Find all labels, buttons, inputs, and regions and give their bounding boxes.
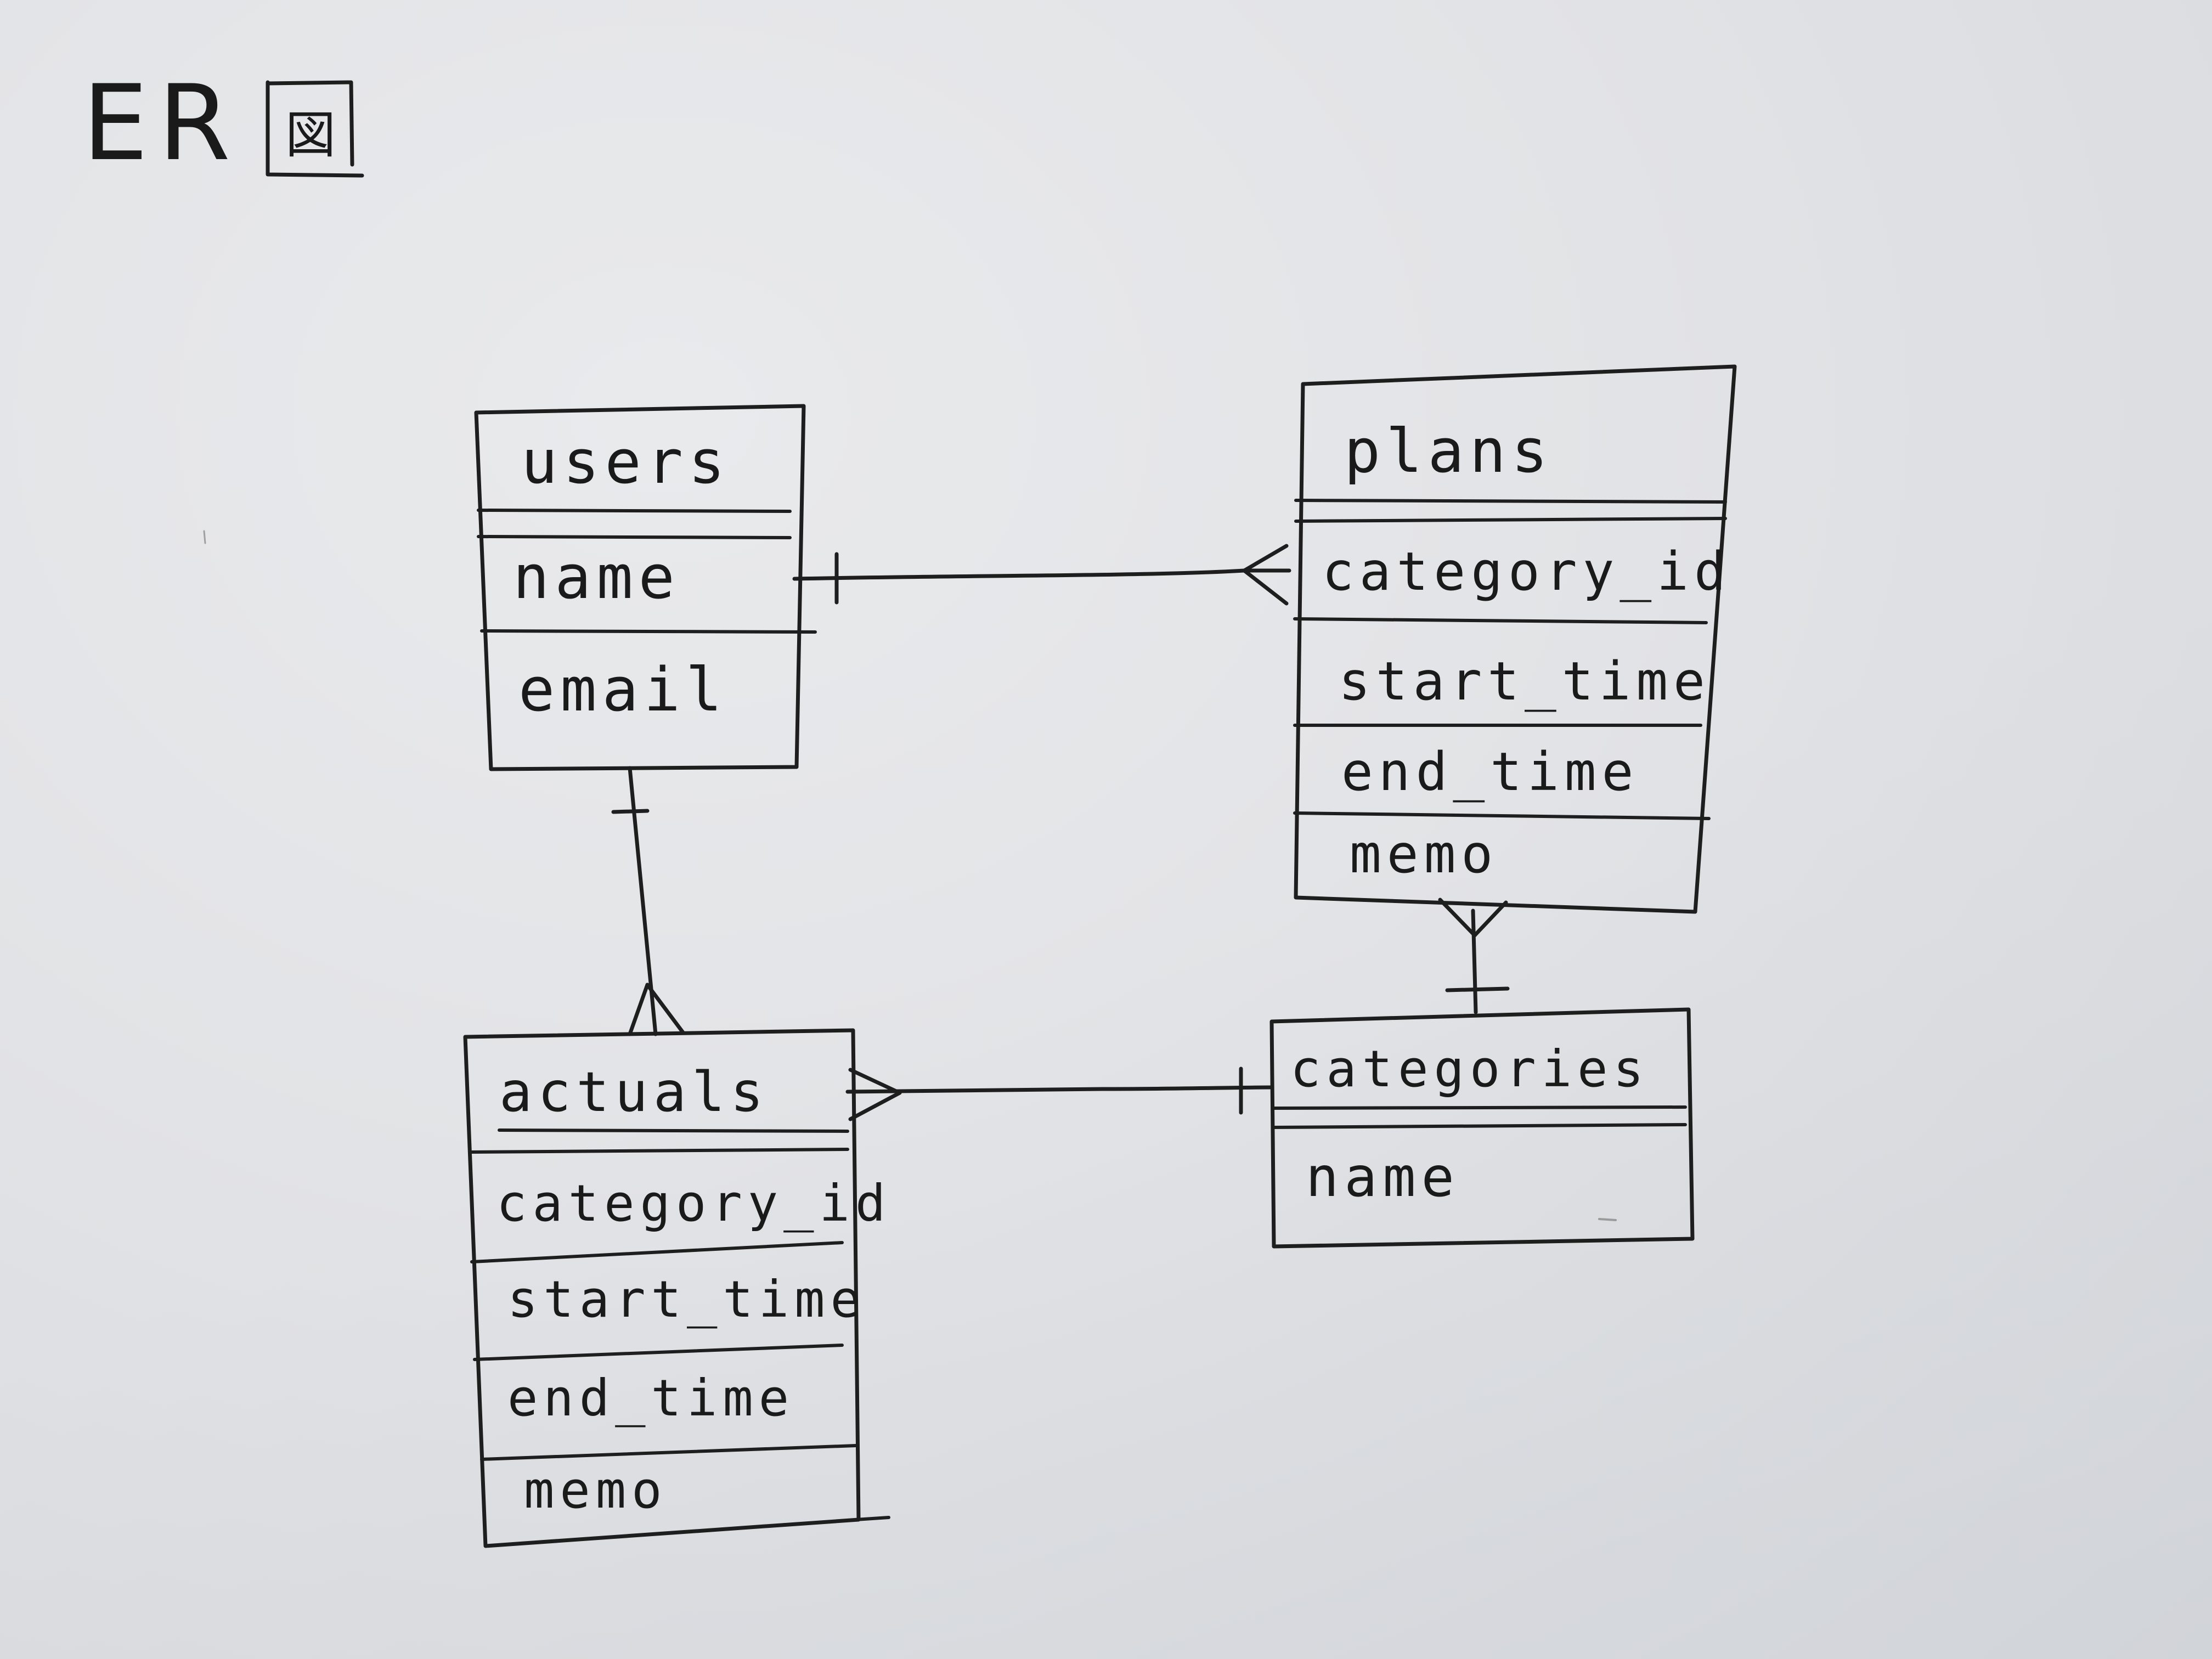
- crows-foot-mark: [848, 1068, 902, 1095]
- entity-categories-attr-name: name: [1306, 1145, 1460, 1209]
- entity-plans-divider: [1293, 811, 1711, 820]
- entity-users-divider: [477, 535, 792, 539]
- crows-foot-mark: [1472, 900, 1508, 938]
- entity-users-attr-name: name: [513, 542, 680, 612]
- entity-categories-divider: [1271, 1123, 1687, 1129]
- entity-users-title: users: [521, 427, 730, 497]
- title-mark-glyph: 図: [285, 106, 336, 165]
- entity-plans-title: plans: [1344, 416, 1553, 486]
- entity-users-divider: [480, 629, 817, 634]
- entity-plans-attr-end-time: end_time: [1341, 741, 1639, 803]
- relationship-categories-actuals[interactable]: [845, 1066, 1274, 1121]
- diagram-title: ER 図: [82, 63, 364, 184]
- entity-categories[interactable]: categories name: [1269, 1007, 1695, 1249]
- relationship-line: [792, 568, 1291, 581]
- entity-actuals-divider: [469, 1148, 849, 1154]
- crows-foot-mark: [645, 983, 685, 1035]
- entity-actuals-divider: [473, 1344, 844, 1361]
- entity-users-attr-email: email: [518, 654, 727, 725]
- entity-plans-attr-category-id: category_id: [1322, 541, 1731, 602]
- one-bar-mark: [611, 809, 650, 814]
- entity-actuals-corner-stroke: [854, 1516, 890, 1521]
- relationship-line: [845, 1085, 1274, 1094]
- crows-foot-mark: [848, 1091, 902, 1121]
- entity-actuals-divider: [480, 1444, 857, 1461]
- entity-categories-divider: [1271, 1105, 1687, 1110]
- entity-actuals-attr-end-time: end_time: [507, 1369, 794, 1427]
- crows-foot-mark: [628, 983, 650, 1036]
- entity-plans-attr-memo: memo: [1350, 823, 1498, 885]
- entity-actuals[interactable]: actuals category_id start_time end_time …: [463, 1028, 891, 1548]
- relationship-line: [1471, 909, 1478, 1014]
- entity-actuals-divider: [470, 1241, 844, 1263]
- entity-plans-divider: [1294, 499, 1727, 504]
- entity-plans[interactable]: plans category_id start_time end_time me…: [1293, 364, 1737, 914]
- pencil-smudge: [1598, 1218, 1617, 1221]
- entity-actuals-attr-start-time: start_time: [507, 1270, 866, 1329]
- entity-actuals-title: actuals: [499, 1060, 769, 1124]
- title-text: ER: [82, 63, 240, 184]
- entity-users[interactable]: users name email: [474, 404, 817, 771]
- relationship-users-actuals[interactable]: [611, 766, 685, 1036]
- entity-actuals-attr-memo: memo: [524, 1461, 668, 1520]
- crows-foot-mark: [1438, 898, 1477, 938]
- relationship-categories-plans[interactable]: [1438, 898, 1510, 1014]
- entity-actuals-divider: [498, 1128, 849, 1133]
- entity-categories-title: categories: [1290, 1040, 1649, 1098]
- pencil-smudge: [203, 530, 206, 544]
- entity-users-border: [474, 404, 806, 771]
- entity-actuals-attr-category-id: category_id: [496, 1174, 891, 1233]
- entity-plans-divider: [1294, 517, 1727, 523]
- entity-categories-border: [1269, 1007, 1695, 1249]
- crows-foot-mark: [1242, 544, 1289, 573]
- relationship-users-plans[interactable]: [792, 544, 1291, 606]
- title-mark: 図: [266, 80, 364, 178]
- crows-foot-mark: [1242, 568, 1289, 606]
- entity-plans-divider: [1293, 617, 1708, 624]
- one-bar-mark: [1445, 986, 1510, 992]
- entity-plans-attr-start-time: start_time: [1339, 651, 1711, 712]
- entity-users-divider: [477, 509, 792, 513]
